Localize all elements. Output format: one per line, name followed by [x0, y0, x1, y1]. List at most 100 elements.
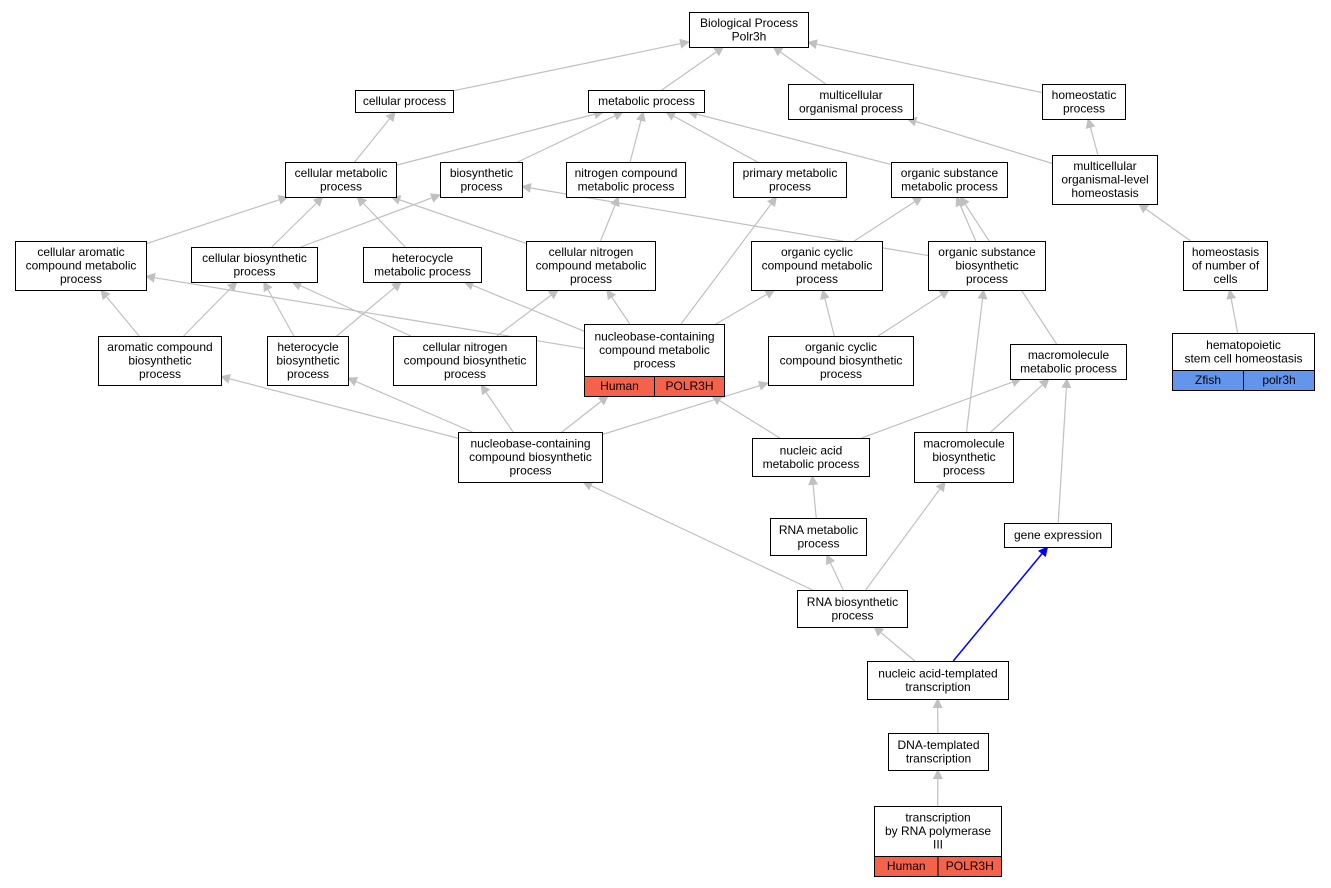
edge-macromolecule_biosynthetic_process-to-organic_substance_biosynthetic_process: [965, 289, 988, 433]
node-label: RNA biosynthetic: [807, 595, 898, 609]
edge-multicellular_organismal_level_homeostasis-to-homeostatic_process: [1085, 118, 1099, 156]
edge-layer: [100, 38, 1239, 807]
node-label: compound biosynthetic: [404, 354, 527, 368]
node-label: compound biosynthetic: [780, 354, 903, 368]
node-label: organic cyclic: [805, 340, 877, 354]
node-label: process: [233, 264, 275, 278]
node-label: process: [444, 367, 486, 381]
edge-cellular_aromatic_compound_metabolic_process-to-cellular_metabolic_process: [145, 195, 289, 245]
node-label: metabolic process: [763, 457, 860, 471]
node-box: [928, 241, 1046, 291]
node-label: hematopoietic: [1206, 338, 1281, 352]
node-label: process: [633, 357, 675, 371]
node-label: biosynthetic: [955, 259, 1018, 273]
edge-aromatic_compound_biosynthetic_process-to-cellular_aromatic_compound_metabolic_process: [100, 289, 140, 337]
node-label: process: [1063, 101, 1105, 115]
node-box: [1183, 241, 1268, 291]
node-label: cellular nitrogen: [423, 340, 508, 354]
node-label: homeostatic: [1052, 88, 1117, 102]
edge-nucleobase_containing_compound_metabolic_process-to-heterocycle_metabolic_process: [463, 280, 585, 332]
node-box: [914, 432, 1014, 483]
node-label: homeostasis: [1192, 245, 1259, 259]
node-label: multicellular: [1073, 159, 1136, 173]
node-label: stem cell homeostasis: [1184, 351, 1302, 365]
node-box: [355, 90, 454, 113]
edge-organic_substance_metabolic_process-to-metabolic_process: [687, 109, 892, 166]
node-box: [363, 247, 482, 283]
node-label: process: [570, 272, 612, 286]
node-box: [440, 162, 523, 198]
node-label: metabolic process: [578, 179, 675, 193]
edge-nucleic_acid_metabolic_process-to-macromolecule_metabolic_process: [861, 377, 1022, 439]
node-label: process: [831, 608, 873, 622]
node-label: nitrogen compound: [575, 166, 678, 180]
edge-organic_cyclic_compound_biosynthetic_process-to-organic_cyclic_compound_metabolic_process: [820, 289, 835, 337]
node-label: RNA metabolic: [779, 523, 858, 537]
gene-label: polr3h: [1262, 373, 1295, 387]
edge-nucleobase_containing_compound_biosynthetic_process-to-nucleobase_containing_compound_metabolic_process: [561, 395, 609, 433]
node-box: [584, 324, 725, 377]
gene-cell: [1243, 370, 1315, 391]
node-label: nucleobase-containing: [470, 437, 590, 451]
edge-gene_expression-to-macromolecule_metabolic_process: [1057, 378, 1072, 524]
node-label: metabolic process: [598, 94, 695, 108]
node-label: organic substance: [901, 166, 999, 180]
node-label: heterocycle: [277, 340, 339, 354]
node-box: [458, 432, 603, 483]
node-label: biosynthetic: [276, 354, 339, 368]
node-label: metabolic process: [901, 179, 998, 193]
node-label: biosynthetic: [128, 354, 191, 368]
node-label: compound biosynthetic: [469, 450, 592, 464]
node-metabolic_process[interactable]: metabolic process: [588, 90, 705, 113]
node-box: [1010, 344, 1127, 380]
edge-macromolecule_biosynthetic_process-to-macromolecule_metabolic_process: [990, 378, 1050, 433]
node-box: [15, 241, 147, 291]
node-label: organic substance: [938, 245, 1036, 259]
node-box: [867, 661, 1009, 700]
edge-nucleic_acid_metabolic_process-to-nucleobase_containing_compound_metabolic_process: [711, 395, 781, 439]
gene-label: POLR3H: [946, 859, 994, 873]
node-label: transcription: [905, 811, 970, 825]
node-label: nucleic acid: [780, 443, 843, 457]
node-label: compound metabolic: [599, 343, 710, 357]
node-label: process: [460, 179, 502, 193]
edge-cellular_nitrogen_compound_metabolic_process-to-cellular_metabolic_process: [390, 195, 527, 244]
edge-nucleobase_containing_compound_biosynthetic_process-to-cellular_nitrogen_compound_biosynthetic_process: [480, 384, 514, 433]
node-cellular_process[interactable]: cellular process: [355, 90, 454, 113]
node-gene_expression[interactable]: gene expression: [1004, 523, 1112, 548]
edge-rna_biosynthetic_process-to-rna_metabolic_process: [826, 554, 844, 591]
node-label: metabolic process: [1020, 361, 1117, 375]
